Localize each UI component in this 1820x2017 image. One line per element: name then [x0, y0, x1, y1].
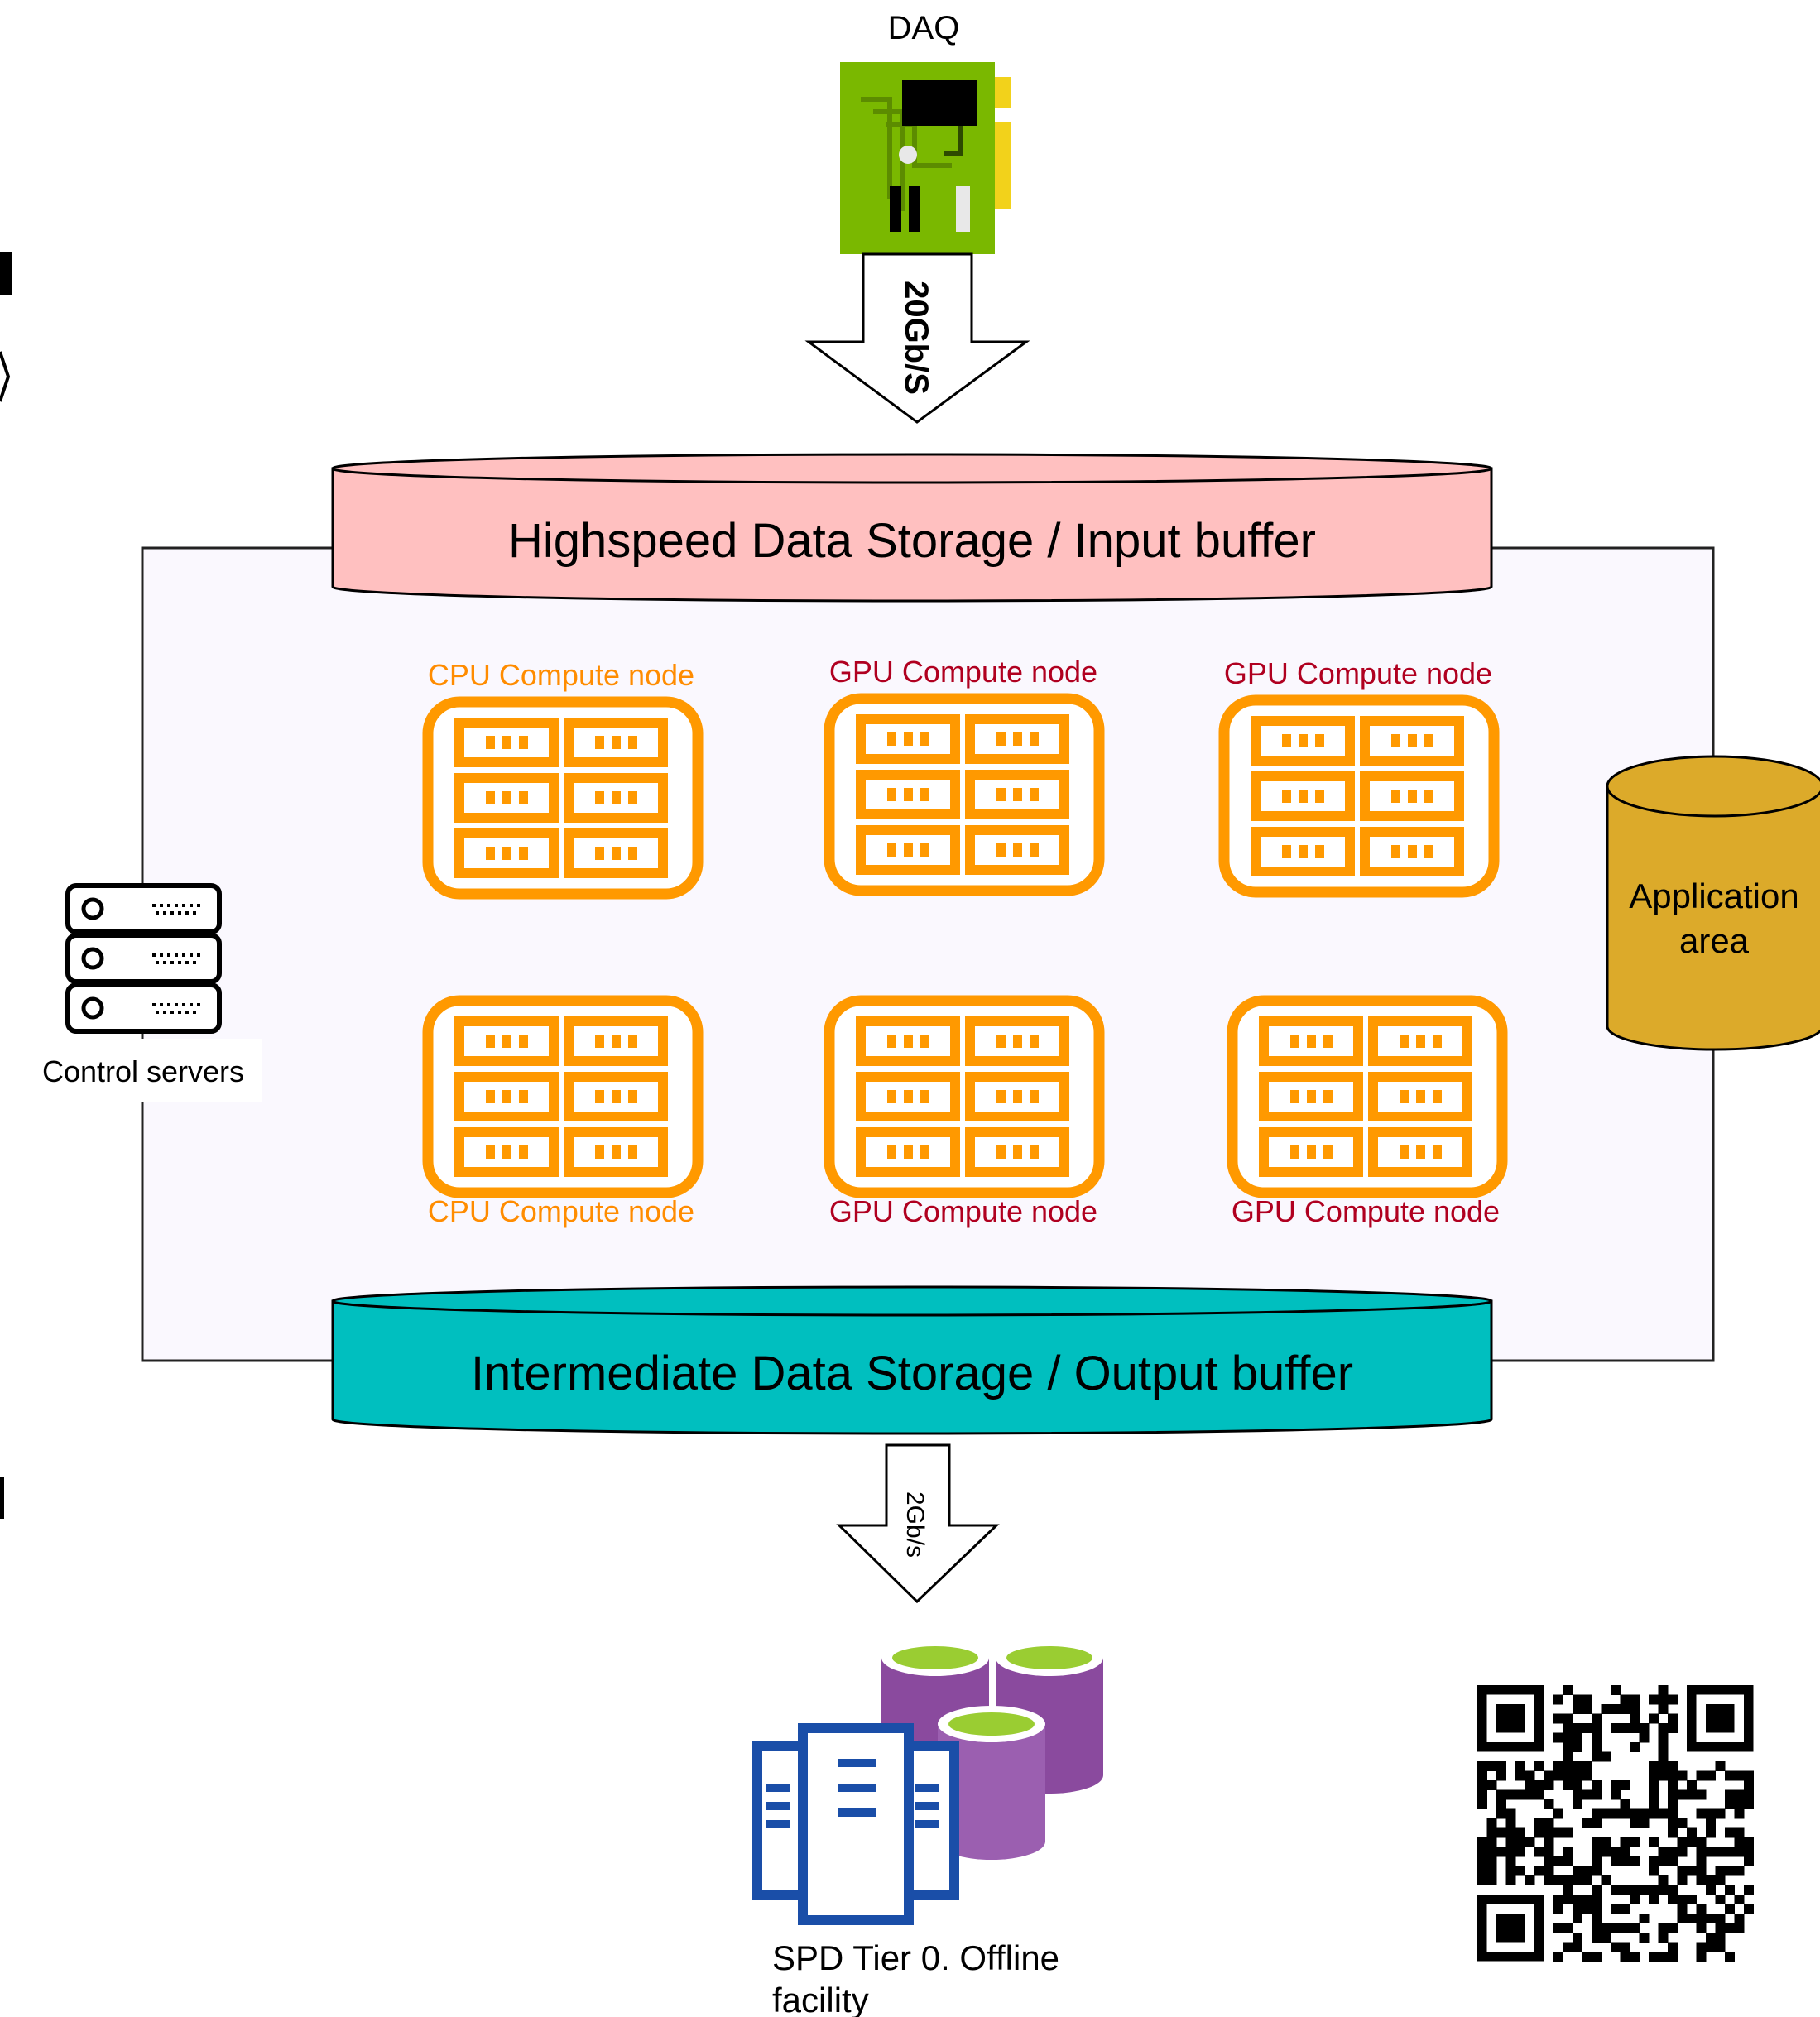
tier0-label-line2: facility — [772, 1981, 869, 2017]
compute-node-label: GPU Compute node — [1232, 1194, 1500, 1228]
daq-label: DAQ — [888, 10, 960, 46]
database-cylinders-icon — [881, 1640, 1103, 1860]
compute-node-3: GPU Compute node — [1218, 656, 1500, 898]
input-buffer-label: Highspeed Data Storage / Input buffer — [508, 514, 1316, 568]
cluster-frame — [141, 546, 1715, 1362]
compute-node-2: GPU Compute node — [824, 655, 1105, 896]
application-area-label-line1: Application — [1629, 876, 1798, 915]
compute-node-icon — [1218, 694, 1500, 898]
compute-node-icon — [824, 693, 1105, 896]
compute-node-label: CPU Compute node — [428, 658, 694, 692]
qr-code-icon — [1472, 1680, 1759, 1967]
daq-board-icon — [840, 62, 1011, 254]
compute-node-icon — [824, 995, 1105, 1198]
input-rate-label: 20Gb/S — [898, 281, 934, 395]
output-buffer: Intermediate Data Storage / Output buffe… — [331, 1285, 1493, 1435]
output-arrow — [836, 1443, 1000, 1604]
application-area-label-line2: area — [1679, 921, 1750, 960]
compute-node-4: CPU Compute node — [422, 995, 704, 1228]
input-buffer: Highspeed Data Storage / Input buffer — [331, 453, 1493, 603]
control-servers-backing — [25, 1039, 262, 1102]
output-rate-label: 2Gb/s — [901, 1491, 929, 1558]
server-rack-icon — [65, 883, 222, 1034]
compute-node-label: CPU Compute node — [428, 1194, 694, 1228]
compute-node-5: GPU Compute node — [824, 995, 1105, 1228]
compute-node-label: GPU Compute node — [829, 655, 1097, 689]
application-area: Application area — [1606, 755, 1820, 1051]
output-buffer-label: Intermediate Data Storage / Output buffe… — [471, 1347, 1353, 1400]
compute-node-1: CPU Compute node — [422, 658, 704, 900]
left-edge-artifacts — [0, 252, 12, 1519]
control-servers-label: Control servers — [42, 1054, 244, 1088]
compute-node-6: GPU Compute node — [1227, 995, 1508, 1228]
input-arrow — [804, 252, 1030, 424]
tier0-label-line1: SPD Tier 0. Offline — [772, 1938, 1059, 1977]
compute-node-icon — [1227, 995, 1508, 1198]
compute-node-icon — [422, 995, 704, 1198]
compute-node-icon — [422, 696, 704, 900]
compute-node-label: GPU Compute node — [1224, 656, 1492, 690]
server-tower-icon — [752, 1723, 959, 1925]
compute-node-label: GPU Compute node — [829, 1194, 1097, 1228]
